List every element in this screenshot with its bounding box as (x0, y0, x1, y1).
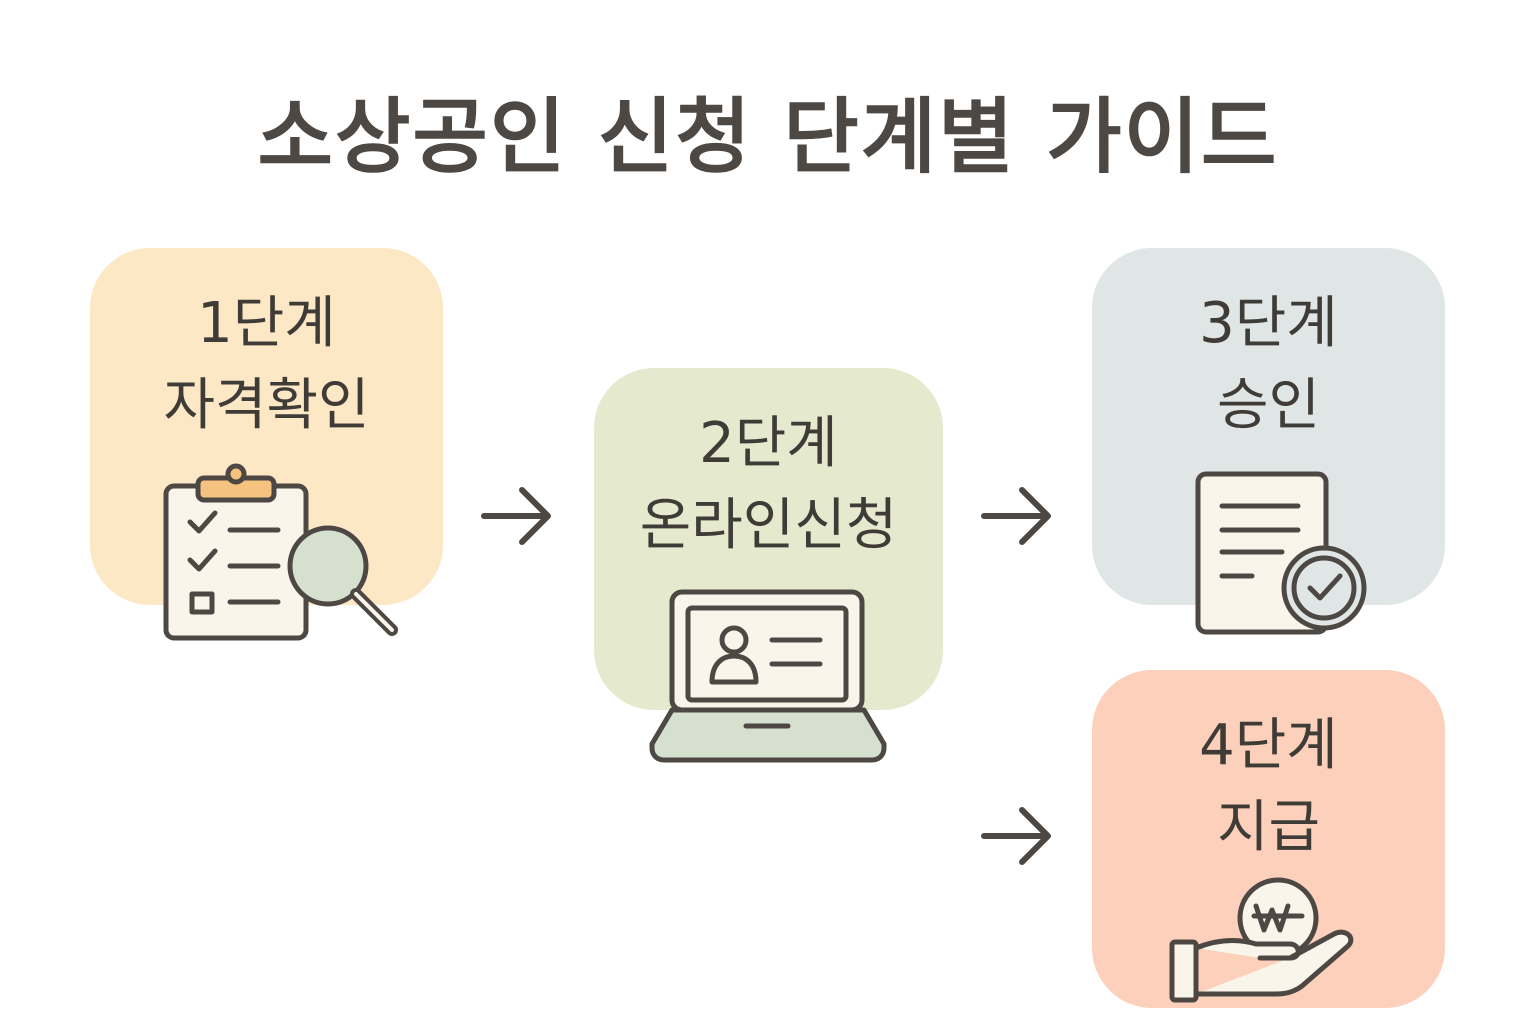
arrow-right-icon (981, 487, 1051, 545)
step-1-label: 1단계 (197, 291, 336, 356)
arrow-right-icon (981, 807, 1051, 865)
checklist-magnifier-icon (163, 463, 398, 641)
step-2-name: 온라인신청 (639, 493, 898, 558)
laptop-form-icon (649, 589, 887, 763)
step-4-label: 4단계 (1199, 713, 1338, 778)
step-2-label: 2단계 (699, 411, 838, 476)
arrow-right-icon (481, 487, 551, 545)
page-title: 소상공인 신청 단계별 가이드 (257, 90, 1279, 185)
step-3-label: 3단계 (1199, 291, 1338, 356)
step-4-name: 지급 (1216, 795, 1321, 860)
approved-document-icon (1195, 471, 1367, 635)
step-3-name: 승인 (1216, 373, 1321, 438)
hand-won-coin-icon (1169, 877, 1354, 1003)
step-1-name: 자격확인 (163, 373, 370, 438)
